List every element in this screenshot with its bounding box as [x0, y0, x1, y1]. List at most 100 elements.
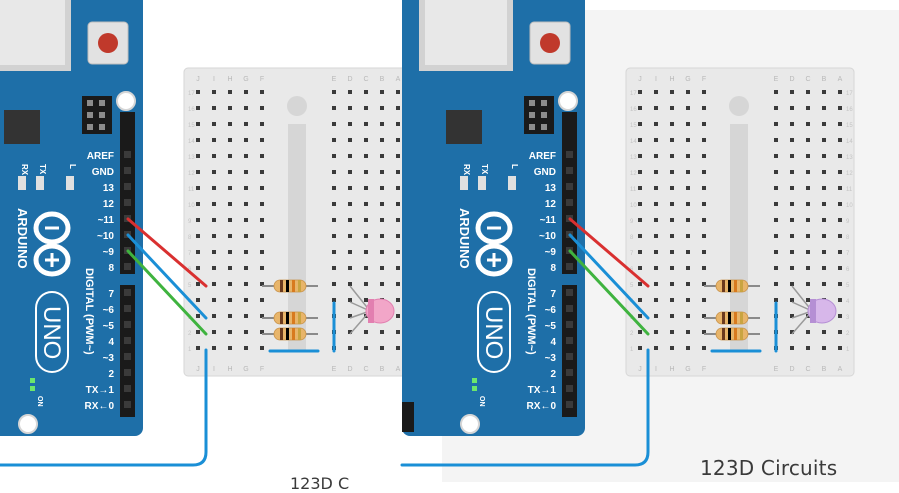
header-pin[interactable]	[566, 401, 573, 408]
breadboard-column-label: E	[774, 366, 779, 373]
resistor[interactable]	[704, 279, 760, 293]
breadboard-hole	[196, 186, 200, 190]
header-pin[interactable]	[566, 263, 573, 270]
breadboard-hole	[774, 170, 778, 174]
header-pin[interactable]	[566, 183, 573, 190]
header-pin[interactable]	[566, 353, 573, 360]
header-pin[interactable]	[566, 289, 573, 296]
breadboard-hole	[822, 346, 826, 350]
resistor[interactable]	[704, 327, 760, 341]
header-pin[interactable]	[566, 369, 573, 376]
breadboard-row-number: 15	[846, 123, 853, 129]
breadboard-hole	[364, 186, 368, 190]
header-pin[interactable]	[124, 401, 131, 408]
breadboard-column-label: A	[838, 76, 843, 83]
header-pin[interactable]	[124, 385, 131, 392]
breadboard-hole	[260, 298, 264, 302]
resistor[interactable]	[262, 327, 318, 341]
ground-wire[interactable]	[400, 348, 650, 467]
resistor[interactable]	[704, 311, 760, 325]
reset-button-cap	[98, 33, 118, 53]
header-pin[interactable]	[124, 305, 131, 312]
breadboard-hole	[654, 106, 658, 110]
rgb-led[interactable]	[349, 285, 395, 335]
breadboard-column-label: H	[669, 76, 674, 83]
header-pin[interactable]	[124, 369, 131, 376]
header-pin[interactable]	[124, 289, 131, 296]
wire-red[interactable]	[126, 217, 208, 288]
breadboard-hole	[348, 122, 352, 126]
rgb-led[interactable]	[791, 285, 837, 335]
breadboard-hole	[686, 170, 690, 174]
breadboard-hole	[396, 154, 400, 158]
breadboard-hole	[806, 282, 810, 286]
breadboard-hole	[822, 330, 826, 334]
breadboard-row-number: 10	[630, 203, 637, 209]
breadboard-hole	[332, 90, 336, 94]
header-pin[interactable]	[566, 167, 573, 174]
microcontroller-chip	[446, 110, 482, 144]
breadboard-hole	[364, 250, 368, 254]
breadboard-hole	[686, 138, 690, 142]
wire-blue[interactable]	[126, 233, 208, 320]
header-pin[interactable]	[124, 151, 131, 158]
breadboard-hole	[260, 186, 264, 190]
header-pin[interactable]	[566, 321, 573, 328]
header-pin[interactable]	[124, 199, 131, 206]
resistor-band	[734, 280, 737, 292]
breadboard-hole	[260, 266, 264, 270]
header-pin[interactable]	[566, 385, 573, 392]
breadboard-hole	[686, 218, 690, 222]
breadboard-hole	[212, 138, 216, 142]
header-pin[interactable]	[124, 263, 131, 270]
breadboard-hole	[790, 170, 794, 174]
breadboard[interactable]: JJIIHHGGFFEEDDCCBBAA17171616151514141313…	[183, 67, 413, 377]
breadboard-hole	[670, 186, 674, 190]
breadboard-column-label: A	[838, 366, 843, 373]
ground-wire[interactable]	[0, 348, 208, 467]
breadboard-hole	[212, 186, 216, 190]
header-pin[interactable]	[124, 183, 131, 190]
header-pin[interactable]	[124, 167, 131, 174]
breadboard-hole	[822, 106, 826, 110]
breadboard-hole	[380, 122, 384, 126]
wire-green[interactable]	[568, 249, 650, 336]
breadboard-hole	[702, 90, 706, 94]
header-pin[interactable]	[566, 337, 573, 344]
header-pin[interactable]	[566, 199, 573, 206]
breadboard-hole	[638, 186, 642, 190]
breadboard-column-label: B	[380, 366, 385, 373]
breadboard-hole	[228, 346, 232, 350]
status-led	[36, 176, 44, 190]
breadboard-hole	[654, 218, 658, 222]
header-pin[interactable]	[124, 321, 131, 328]
header-pin[interactable]	[124, 337, 131, 344]
breadboard-hole	[380, 250, 384, 254]
breadboard-hole	[638, 234, 642, 238]
breadboard-hole	[806, 106, 810, 110]
breadboard-hole	[348, 314, 352, 318]
breadboard-hole	[670, 106, 674, 110]
breadboard-row-number: 9	[630, 219, 634, 225]
breadboard-row-number: 14	[188, 139, 195, 145]
breadboard-hole	[380, 218, 384, 222]
wire-green[interactable]	[126, 249, 208, 336]
icsp-header	[82, 96, 112, 134]
header-pin[interactable]	[124, 353, 131, 360]
breadboard-hole	[638, 298, 642, 302]
wire-blue[interactable]	[568, 233, 650, 320]
header-pin[interactable]	[566, 151, 573, 158]
breadboard-hole	[790, 346, 794, 350]
wire-red[interactable]	[568, 217, 650, 288]
header-pin[interactable]	[566, 305, 573, 312]
breadboard-hole	[196, 202, 200, 206]
resistor[interactable]	[262, 279, 318, 293]
breadboard-hole	[212, 330, 216, 334]
breadboard-hole	[686, 186, 690, 190]
resistor[interactable]	[262, 311, 318, 325]
